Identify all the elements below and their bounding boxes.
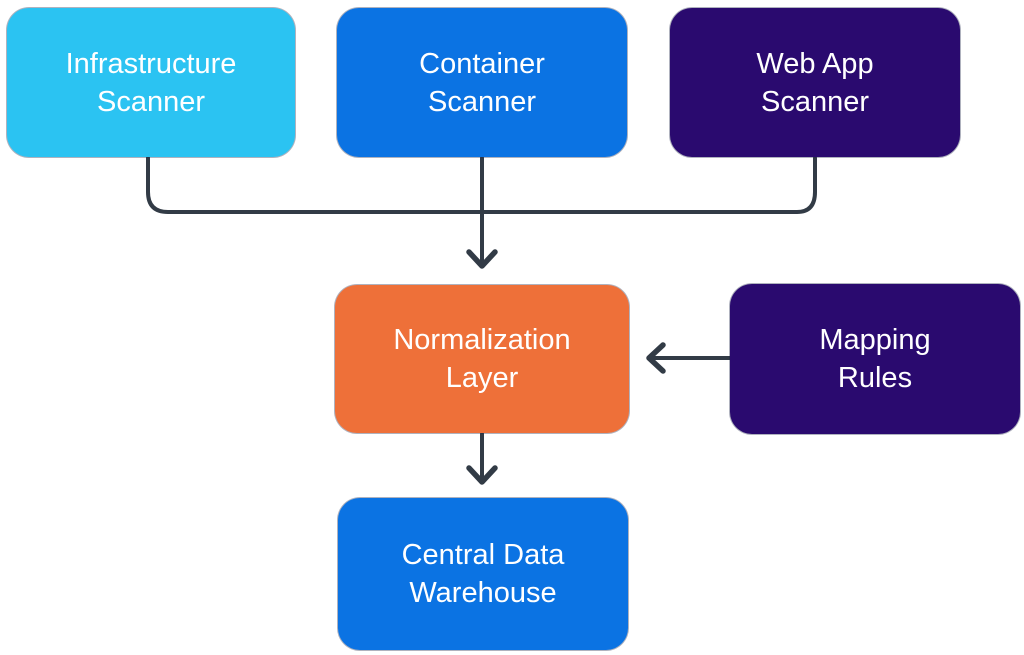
edge-scanners-trunk	[146, 156, 817, 214]
node-central-data-warehouse: Central Data Warehouse	[338, 498, 628, 650]
node-web-app-scanner: Web App Scanner	[670, 8, 960, 157]
node-mapping-rules: Mapping Rules	[730, 284, 1020, 434]
arrowhead-down-warehouse	[466, 465, 498, 485]
node-label: Container Scanner	[419, 47, 545, 118]
arrowhead-down-normalization	[466, 249, 498, 269]
node-label: Central Data Warehouse	[401, 539, 565, 609]
node-label: Normalization Layer	[393, 324, 571, 394]
node-label: Infrastructure Scanner	[65, 47, 237, 118]
node-infrastructure-scanner: Infrastructure Scanner	[7, 8, 295, 157]
node-label: Mapping Rules	[819, 324, 931, 394]
arrowhead-left-normalization	[646, 342, 666, 374]
node-container-scanner: Container Scanner	[337, 8, 627, 157]
node-normalization-layer: Normalization Layer	[335, 285, 629, 433]
node-label: Web App Scanner	[756, 47, 874, 118]
